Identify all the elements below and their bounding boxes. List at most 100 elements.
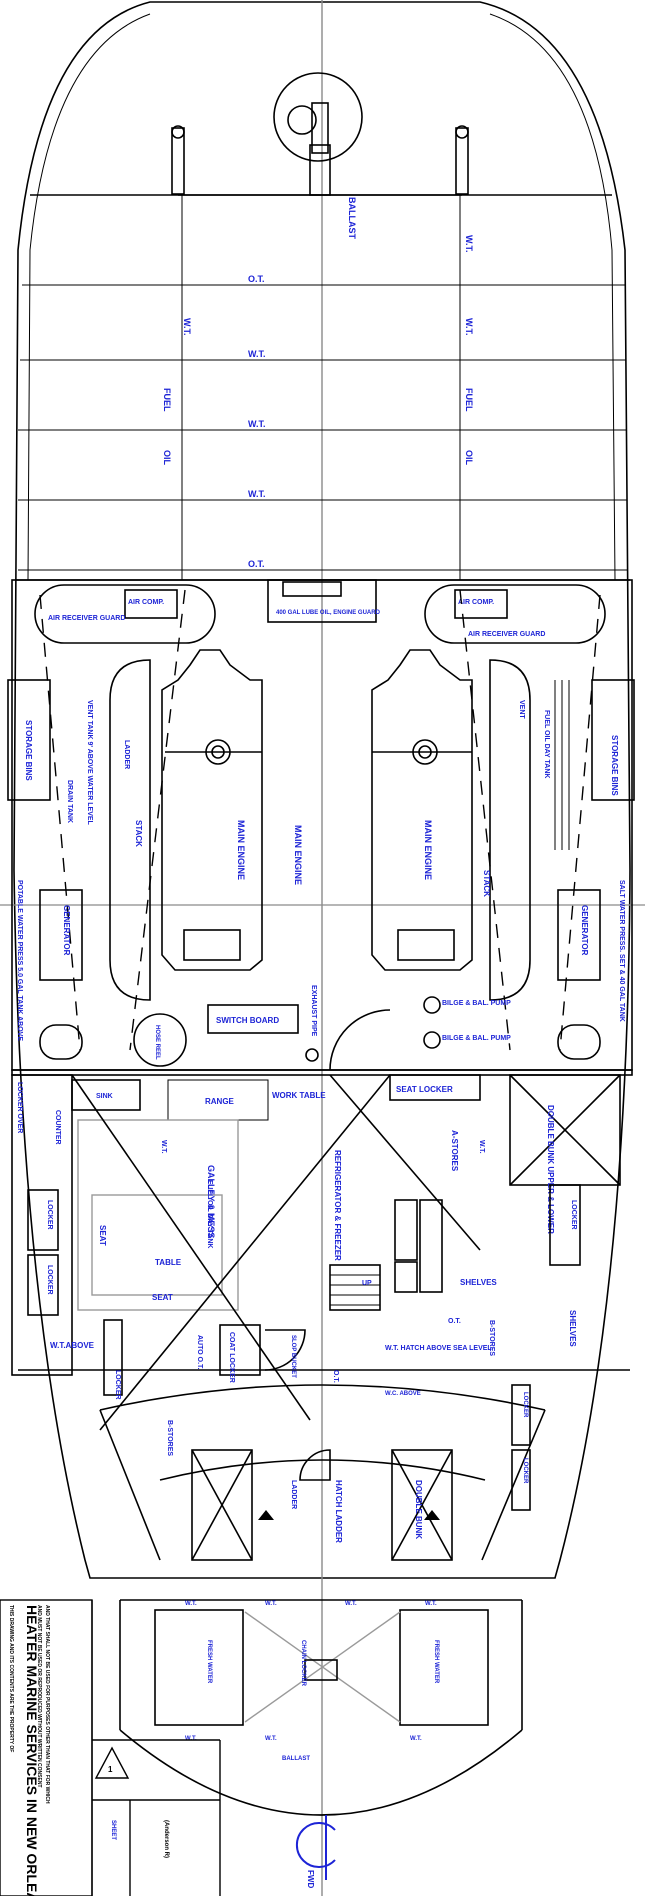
main-engine-port (161, 649, 263, 971)
label-wt-3: W.T. (464, 318, 474, 336)
label-range: RANGE (205, 1097, 235, 1106)
title-note-2: AND THAT SHALL NOT BE USED FOR PURPOSES … (44, 1605, 50, 1804)
label-locker-over: LOCKER OVER (16, 1082, 23, 1133)
title-company: HEATER MARINE SERVICES IN NEW ORLEANS (24, 1605, 40, 1896)
label-oil-port: OIL (162, 450, 172, 466)
label-double-bunk: DOUBLE BUNK UPPER & LOWER (546, 1105, 555, 1234)
label-ot-2: O.T. (248, 559, 265, 569)
label-bilge-pump-2: BILGE & BAL. PUMP (442, 1035, 511, 1042)
label-wt-2: W.T. (182, 318, 192, 336)
title-block (0, 1599, 221, 1896)
label-wt-4: W.T. (248, 349, 266, 359)
label-wt-right: W.T. (478, 1140, 485, 1154)
label-ot-lower: O.T. (332, 1370, 339, 1383)
label-locker-3: LOCKER (114, 1370, 121, 1400)
label-locker-1: LOCKER (46, 1200, 53, 1230)
label-fp-wt-4: W.T. (425, 1601, 437, 1607)
generator-port (39, 889, 83, 981)
label-drain-tank: DRAIN TANK (66, 780, 73, 823)
label-work-table: WORK TABLE (272, 1091, 326, 1100)
label-bilge-pump-1: BILGE & BAL. PUMP (442, 1000, 511, 1007)
label-seat-2: SEAT (152, 1293, 173, 1302)
label-storage-bins-port: STORAGE BINS (24, 720, 33, 781)
label-ballast: BALLAST (347, 197, 357, 239)
label-hose-reel: HOSE REEL (154, 1025, 160, 1060)
generator-stbd (557, 889, 601, 981)
label-locker-2: LOCKER (46, 1265, 53, 1295)
label-wt-above: W.T.ABOVE (50, 1341, 95, 1350)
sink (71, 1079, 141, 1111)
label-auto-ot: AUTO O.T. (196, 1335, 203, 1370)
air-receiver-stbd (424, 584, 606, 644)
label-locker-5: LOCKER (522, 1458, 528, 1484)
label-fresh-water-port: FRESH WATER (206, 1640, 212, 1684)
label-ladder-2: LADDER (290, 1480, 297, 1509)
label-wt-waterline: W.T. HATCH ABOVE SEA LEVEL (385, 1345, 492, 1352)
label-table: TABLE (155, 1258, 182, 1267)
label-locker-r: LOCKER (570, 1200, 577, 1230)
label-wt-1: W.T. (464, 235, 474, 253)
label-double-bunk-2: DOUBLE BUNK (414, 1480, 423, 1539)
label-vent: VENT (518, 700, 525, 719)
title-owner-line: THIS DRAWING AND ITS CONTENTS ARE THE PR… (8, 1605, 14, 1752)
label-potable-water: POTABLE WATER PRESS 5.0 GAL TANK ABOVE (16, 880, 23, 1041)
hull-outline (13, 1, 631, 1579)
label-air-comp-port: AIR COMP. (128, 599, 164, 606)
label-shelves-2: SHELVES (568, 1310, 577, 1347)
label-fp-wt-1: W.T. (185, 1601, 197, 1607)
label-main-engine-stbd: MAIN ENGINE (423, 820, 433, 880)
label-generator-stbd: GENERATOR (580, 905, 589, 956)
label-fuel-oil-day: FUEL OIL DAY TANK (206, 1180, 213, 1248)
title-prepared: (Anderson R) (163, 1820, 169, 1858)
companion-ladder (329, 1264, 381, 1311)
label-sink: SINK (96, 1093, 113, 1100)
label-salt-water: SALT WATER PRESS. SET & 40 GAL TANK (618, 880, 625, 1022)
switch-board (207, 1004, 299, 1034)
label-wc-above: W.C. ABOVE (385, 1391, 421, 1397)
label-fp-ballast: BALLAST (282, 1756, 310, 1762)
label-counter: COUNTER (54, 1110, 61, 1145)
label-galley-mess: GALLEY & MESS (206, 1165, 216, 1238)
label-fwd-stores: B-STORES (166, 1420, 173, 1456)
label-chain-locker: CHAIN LOCKER (300, 1640, 306, 1687)
label-fp-wt-2: W.T. (265, 1601, 277, 1607)
label-slop-bucket: SLOP BUCKET (290, 1335, 296, 1378)
centerline-symbol (295, 1815, 336, 1880)
label-fp-wt-6: W.T. (265, 1736, 277, 1742)
label-locker-4: LOCKER (522, 1392, 528, 1418)
title-note-1: AND MUST NOT BE USED OR REPRODUCED WITHO… (36, 1605, 42, 1788)
hull-inner-line (27, 13, 616, 581)
label-ot-right: O.T. (448, 1318, 461, 1325)
label-switch-board: SWITCH BOARD (216, 1016, 279, 1025)
label-fuel-oil-tank: FUEL OIL DAY TANK (543, 710, 550, 778)
label-wt-5: W.T. (248, 419, 266, 429)
main-engine-stbd (371, 649, 473, 971)
label-vent-tank: VENT TANK 9' ABOVE WATER LEVEL (86, 700, 93, 826)
label-ot-1: O.T. (248, 274, 265, 284)
label-stack-port: STACK (134, 820, 143, 847)
label-main-engine-center: MAIN ENGINE (293, 825, 303, 885)
label-air-receiver-stbd: AIR RECEIVER GUARD (468, 631, 545, 638)
label-refrigerator: REFRIGERATOR & FREEZER (333, 1150, 342, 1261)
label-wt-6: W.T. (248, 489, 266, 499)
label-a-stores: A-STORES (450, 1130, 459, 1172)
label-main-engine-port: MAIN ENGINE (236, 820, 246, 880)
title-sheet: SHEET (110, 1820, 116, 1840)
label-lube-tank: 400 GAL LUBE OIL, ENGINE GUARD (276, 610, 381, 616)
label-wt-galley: W.T. (160, 1140, 167, 1154)
label-fuel-stbd: FUEL (464, 388, 474, 412)
label-shelves: SHELVES (460, 1278, 497, 1287)
air-receiver-port (34, 584, 216, 644)
forepeak (119, 1599, 523, 1816)
label-coat-locker: COAT LOCKER (228, 1332, 235, 1383)
label-fuel-port: FUEL (162, 388, 172, 412)
storage-bins-port (7, 679, 51, 801)
label-ladder: LADDER (123, 740, 130, 769)
label-seat-locker: SEAT LOCKER (396, 1085, 453, 1094)
label-exhaust-pipe: EXHAUST PIPE (310, 985, 317, 1037)
label-air-comp-stbd: AIR COMP. (458, 599, 494, 606)
label-hatch-ladder: HATCH LADDER (334, 1480, 343, 1543)
label-generator-port: GENERATOR (62, 905, 71, 956)
label-up: UP (362, 1280, 372, 1287)
